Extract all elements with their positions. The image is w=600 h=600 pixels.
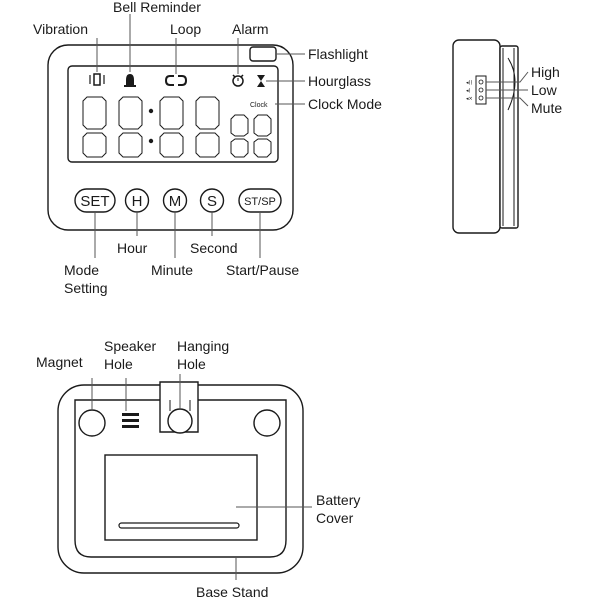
second-button[interactable]: S [199,188,225,213]
second-label: Second [190,240,237,256]
mode-label-line1: Mode [64,262,99,278]
hanging-hole [167,408,193,434]
lcd-screen [67,65,279,163]
bell-reminder-label: Bell Reminder [113,0,201,15]
side-view: ◂)) ◂) ◂× High Low Mute [452,39,562,234]
magnet-label: Magnet [36,354,83,370]
digit-3 [159,96,184,158]
set-button[interactable]: SET [74,188,116,213]
speaker-hole [122,413,139,428]
hourglass-icon [257,75,265,87]
low-label: Low [531,82,558,98]
hanging-hole-label-line1: Hanging [177,338,229,354]
minute-label: Minute [151,262,193,278]
loop-label: Loop [170,21,201,37]
minute-button[interactable]: M [162,188,188,213]
back-view: Magnet Speaker Hole Hanging Hole Battery… [36,338,360,600]
hanging-hole-label-line2: Hole [177,356,206,372]
front-view: Clock [33,0,382,296]
hour-label: Hour [117,240,148,256]
battery-cover-label-line1: Battery [316,492,360,508]
clock-mode-label: Clock Mode [308,96,382,112]
mode-label-line2: Setting [64,280,108,296]
magnet-right [253,409,281,437]
digit-6-small [253,114,272,158]
colon [148,108,154,144]
digit-4 [195,96,220,158]
mute-label: Mute [531,100,562,116]
flashlight-label: Flashlight [308,46,368,62]
start-pause-label: Start/Pause [226,262,299,278]
alarm-icon [232,74,244,87]
svg-text:H: H [132,193,143,210]
speaker-mute-icon: ◂× [466,96,473,102]
clock-mode-indicator: Clock [250,102,268,109]
volume-low-icon [478,87,484,93]
volume-high-icon [478,79,484,85]
speaker-hole-label-line2: Hole [104,356,133,372]
bell-icon [124,74,136,87]
svg-text:SET: SET [80,193,109,210]
hour-button[interactable]: H [124,188,150,213]
flashlight-lens [249,46,277,62]
svg-text:M: M [169,193,182,210]
battery-cover-label-line2: Cover [316,510,354,526]
svg-text:ST/SP: ST/SP [244,196,276,208]
speaker-low-icon: ◂) [466,88,471,94]
speaker-hole-label-line1: Speaker [104,338,156,354]
volume-mute-icon [478,95,484,101]
side-body [452,39,501,234]
high-label: High [531,64,560,80]
hourglass-label: Hourglass [308,73,371,89]
vibration-label: Vibration [33,21,88,37]
speaker-high-icon: ◂)) [466,80,472,86]
digit-1 [82,96,107,158]
alarm-label: Alarm [232,21,269,37]
digit-5-small [230,114,249,158]
vibration-icon [89,73,105,86]
loop-icon [164,75,188,86]
battery-cover-grip [118,522,240,529]
base-stand-label: Base Stand [196,584,268,600]
magnet-left [78,409,106,437]
svg-text:S: S [207,193,217,210]
digit-2 [118,96,143,158]
start-pause-button[interactable]: ST/SP [238,188,282,213]
